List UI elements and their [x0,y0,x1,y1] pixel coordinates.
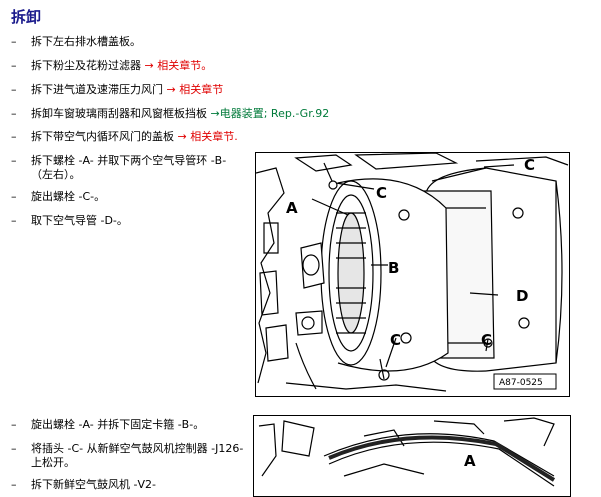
step-text: 拆卸车窗玻璃雨刮器和风窗框板挡板 [31,107,211,120]
bullet-dash: – [11,59,17,72]
step-text: 取下空气导管 -D-。 [31,214,128,227]
bullet-dash: – [11,478,17,491]
callout-a: A [464,452,476,470]
section-link[interactable]: →电器装置; Rep.-Gr.92 [210,107,330,120]
section-link[interactable]: → 相关章节. [177,130,238,143]
callout-c-top-right: C [524,156,535,174]
callout-c-top: C [376,184,387,202]
bullet-dash: – [11,442,17,455]
section-link[interactable]: → 相关章节 [166,83,224,96]
figure-reference: A87-0525 [499,378,543,388]
step-text: 旋出螺栓 -C-。 [31,190,106,203]
step-text-continued: 上松开。 [31,456,75,469]
step-text: 拆下带空气内循环风门的盖板 [31,130,178,143]
callout-c-bottom-left: C [390,331,401,349]
bullet-dash: – [11,418,17,431]
bullet-dash: – [11,154,17,167]
step-text: 旋出螺栓 -A- 并拆下固定卡箍 -B-。 [31,418,205,431]
section-link[interactable]: → 相关章节。 [144,59,213,72]
figure-air-duct: A C C B D C C A87-0525 [255,152,570,397]
bullet-dash: – [11,83,17,96]
step-text: 拆下进气道及速滞压力风门 [31,83,167,96]
figure-blower: A [253,415,571,497]
bullet-dash: – [11,35,17,48]
step-text: 拆下新鲜空气鼓风机 -V2- [31,478,156,491]
callout-b: B [388,259,399,277]
step-text: 拆下粉尘及花粉过滤器 [31,59,145,72]
callout-c-bottom-right: C [481,331,492,349]
step-text: 拆下左右排水槽盖板。 [31,35,141,48]
bullet-dash: – [11,107,17,120]
callout-d: D [516,287,528,305]
callout-a: A [286,199,298,217]
bullet-dash: – [11,190,17,203]
bullet-dash: – [11,130,17,143]
step-text-continued: （左右）。 [31,168,81,181]
technical-illustration: A C C B D C C A87-0525 [256,153,569,392]
bullet-dash: – [11,214,17,227]
section-title: 拆卸 [11,8,42,26]
step-text: 将插头 -C- 从新鲜空气鼓风机控制器 -J126- [31,442,244,455]
technical-illustration: A [258,417,556,487]
step-text: 拆下螺栓 -A- 并取下两个空气导管环 -B- [31,154,227,167]
